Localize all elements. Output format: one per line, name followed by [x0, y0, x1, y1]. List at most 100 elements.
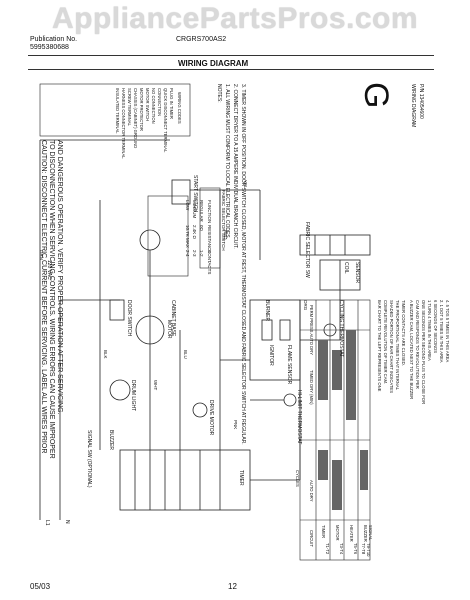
wiring-codes-box: [39, 83, 191, 137]
bar-note-2: COMPLETE REVOLUTION OF TIMER CAM.: [383, 300, 388, 384]
start-switch-label: START SWITCH: [192, 175, 198, 212]
cabinet-base-label: CABINET BASE: [170, 300, 176, 337]
wire-wht: WHT: [153, 380, 158, 390]
cycles-wire-3: T5-T6: [353, 543, 358, 555]
wiring-code-1: PLUG IN TIMER: [169, 88, 174, 119]
cycle-bar-2: [332, 350, 342, 390]
wire-pnk: PNK: [233, 420, 238, 429]
motor-switch: [139, 229, 161, 251]
note-1: 1. ALL WIRING MUST CONFORM TO LOCAL ELEC…: [224, 84, 230, 239]
wiring-code-3: CONNECTION: [157, 88, 162, 116]
hi-limit-label: HI-LIMIT THERMOSTAT: [296, 390, 302, 444]
cycles-wire-1: T1-T2: [325, 543, 330, 555]
part-number: 5995380688: [30, 44, 69, 51]
wiring-codes-title: WIRING CODES: [177, 92, 182, 124]
wiring-code-6: MOTOR PROTECTOR: [139, 88, 144, 131]
cycles-table: [299, 299, 371, 561]
selector-r1-c2: 0Ω: [199, 225, 204, 232]
selector-h1: FUNCTION: [207, 200, 212, 223]
cycling-thermostat-label: CYCLING THERMOSTAT: [338, 300, 344, 357]
timer-box: [119, 449, 251, 511]
wire-blu: BLU: [183, 350, 188, 359]
wiring-code-10: INSULATED TERMINAL: [115, 88, 120, 134]
coil-label: COIL: [343, 262, 349, 274]
wire-grn: GRN: [39, 250, 44, 260]
selector-table-title: FABRIC SELECTOR SWITCH: [221, 190, 226, 251]
bar-note-8: ONE SECONDS PER SECOND PLUS TO CLOSE FOR: [421, 300, 426, 404]
header-left: Publication No. 5995380688: [30, 36, 77, 52]
n-label: N: [64, 520, 70, 524]
wire-yel: YEL: [243, 180, 248, 189]
footer-page: 12: [228, 582, 237, 591]
caution-line-1: CAUTION: DISCONNECT ELECTRIC CURRENT BEF…: [40, 140, 47, 453]
bar-note-11: 2. 1 DOT 5 TIMES IN THIS AREA: [439, 300, 444, 363]
cycle-bar-3: [346, 330, 356, 420]
cycles-wire-5: T9-T10: [366, 543, 371, 557]
wire-org: ORG: [303, 300, 308, 311]
cycles-row-5: SIGNAL: [368, 525, 373, 541]
drive-motor: [135, 315, 165, 345]
wiring-code-7: CHASSIS (CABINET) GROUND: [133, 88, 138, 148]
l1-label: L1: [44, 520, 50, 526]
start-switch: [171, 179, 191, 205]
cycle-bar-4: [360, 450, 368, 490]
coil-box: [319, 259, 361, 291]
cycles-row-1: TIMER: [321, 525, 326, 538]
cycles-col-timed: TIMED DRY (MIN): [309, 370, 314, 405]
selector-r2-c2: 2.4K Ω: [192, 225, 197, 240]
signal-switch-label: SIGNAL SW (OPTIONAL): [86, 430, 92, 488]
buzzer-label: BUZZER: [108, 430, 114, 450]
watermark: AppliancePartsPros.com: [51, 2, 419, 35]
hi-limit-thermostat: [283, 393, 297, 407]
notes-title: NOTES:: [216, 84, 222, 103]
bar-note-4: THE PROPORTIONAL TIMES THAT INTERNAL: [395, 300, 400, 391]
wire-red: RED: [223, 230, 228, 240]
bar-note-9: 1 TURN 4 TIMES IN THIS AREA: [427, 300, 432, 361]
page-title: WIRING DIAGRAM: [178, 59, 249, 68]
selector-r2-c3: 2-3: [192, 250, 197, 257]
drum-light: [109, 379, 131, 401]
cycles-wire-2: T3-T4: [339, 543, 344, 555]
note-2: 2. CONNECT DRYER TO A 15 AMPERE INDIVIDU…: [232, 84, 238, 249]
selector-r2-c1: MEDIUM: [192, 200, 197, 218]
selector-r3-c3: 2-4: [185, 250, 190, 257]
selector-r3-c1: LOW: [185, 200, 190, 211]
voltage-label: 120 VAC: [46, 260, 52, 280]
cycles-row-4: BUZZER: [363, 525, 368, 542]
bar-note-3: SHADED PORTION OF BAR CHART INDICATES: [389, 300, 394, 393]
timer-label: TIMER: [238, 470, 244, 486]
bar-note-10: 6 SECONDS OF SECONDS: [433, 300, 438, 353]
motor-label: MOTOR: [166, 320, 172, 339]
wiring-code-8: SCREW TERMINAL: [127, 88, 132, 127]
cycles-wire-4: T7-T8: [361, 543, 366, 555]
cycles-row-3: HEATER: [349, 525, 354, 542]
door-switch: [109, 299, 125, 321]
bar-note-7: CAM AND RESPONDS TO REVOLUTION PER: [415, 300, 420, 389]
door-switch-label: DOOR SWITCH: [126, 300, 132, 336]
revision-mark: G: [357, 82, 395, 108]
flame-sensor-label: FLAME SENSOR: [286, 345, 292, 385]
wiring-code-2: QUICK DISCONNECT TERMINAL: [163, 88, 168, 153]
drum-light-label: DRUM LIGHT: [130, 380, 136, 411]
wire-blk: BLK: [103, 350, 108, 359]
caution-line-3: AND DANGEROUS OPERATION. VERIFY PROPER O…: [56, 140, 63, 415]
cycles-circuit-header: CIRCUIT: [309, 530, 314, 547]
bar-note-12: 4. 5 TOS 5 TIMES IN THIS AREA: [445, 300, 450, 362]
publication-label: Publication No.: [30, 36, 78, 43]
sensor-label: SENSOR: [354, 262, 360, 284]
cycles-col-auto: AUTO DRY: [309, 480, 314, 502]
cycles-title: CYCLES: [295, 470, 300, 487]
note-3: 3. TIMER SHOWN IN OFF POSITION. DOOR SWI…: [240, 84, 246, 445]
selector-h3: CONTACTS: [207, 250, 212, 274]
cycle-bar-6: [332, 460, 342, 510]
title-rule: [28, 69, 434, 70]
selector-r1-c1: REGULAR: [199, 200, 204, 223]
cycles-row-2: MOTOR: [335, 525, 340, 541]
cycles-col-perm: PERM PRESS AUTO DRY: [309, 305, 314, 355]
selector-r3-c2: 10.7K MAX: [185, 225, 190, 248]
fabric-selector-label: FABRIC SELECTOR SW: [304, 222, 310, 278]
wiring-code-4: NO CONNECTION: [151, 88, 156, 124]
bar-note-1: BAR CHART TO THE LEFT REPRESENTS ONE: [377, 300, 382, 392]
fabric-selector-switch: [299, 234, 371, 256]
